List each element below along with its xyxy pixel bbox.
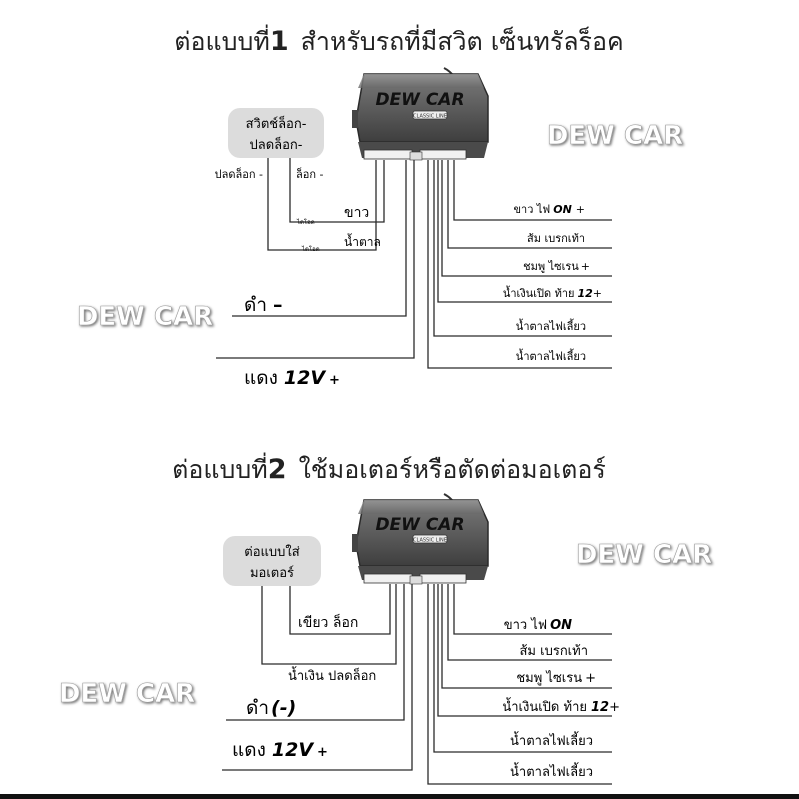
blue-unlock-label: น้ำเงิน ปลดล็อก	[288, 666, 376, 684]
watermark-2b: DEW CAR	[59, 679, 195, 709]
green-lock-label: เขียว ล็อก	[298, 613, 358, 631]
diode-label-2: ไดโอด	[301, 245, 320, 253]
output-label-pink-siren: ชมพู ไซเรน+	[523, 260, 590, 273]
output2-label-orange-brake: ส้ม เบรกเท้า	[520, 644, 589, 659]
motor-bubble-line2: มอเตอร์	[250, 565, 294, 581]
diode-label-1: ไดโอด	[296, 218, 315, 226]
alarm-control-box-2: DEW CAR CLASSIC LINE	[352, 493, 489, 585]
switch-bubble-line1: สวิตช์ล็อก-	[246, 114, 307, 132]
motor-bubble-line1: ต่อแบบใส่	[244, 544, 299, 560]
brown-wire-label: น้ำตาล	[344, 233, 381, 249]
black-ground-label-2: ดำ(-)	[246, 697, 296, 719]
output-wires-1	[427, 160, 612, 369]
power-wires	[216, 160, 415, 359]
watermark-2a: DEW CAR	[576, 540, 712, 570]
output2-label-pink-siren: ชมพู ไซเรน+	[516, 670, 596, 686]
connector-right	[419, 149, 467, 160]
output2-label-brown-turn-2: น้ำตาลไฟเลี้ยว	[510, 762, 593, 780]
motor-wires	[261, 584, 397, 665]
output-wires-2	[427, 584, 612, 785]
output-label-brown-turn-1: น้ำตาลไฟเลี้ยว	[516, 318, 586, 333]
output2-label-brown-turn-1: น้ำตาลไฟเลี้ยว	[510, 731, 593, 749]
switch-bubble	[228, 108, 324, 158]
alarm-control-box: DEW CAR CLASSIC LINE	[352, 67, 489, 161]
connector-left	[363, 149, 413, 160]
unlock-negative-label: ปลดล็อก -	[215, 167, 263, 181]
black-ground-label: ดำ–	[244, 294, 283, 316]
power-wires-2	[222, 584, 413, 771]
bottom-border	[0, 794, 799, 799]
output-label-orange-brake: ส้ม เบรกเท้า	[527, 232, 585, 245]
switch-bubble-line2: ปลดล็อก-	[250, 135, 303, 153]
lock-negative-label: ล็อก -	[296, 167, 324, 181]
output-label-brown-turn-2: น้ำตาลไฟเลี้ยว	[516, 348, 586, 363]
box-sticker-text-2: CLASSIC LINE	[413, 538, 447, 544]
watermark-1b: DEW CAR	[77, 302, 213, 332]
box-sticker-text: CLASSIC LINE	[413, 114, 447, 120]
box-brand-label: DEW CAR	[375, 90, 464, 110]
switch-wires	[267, 158, 385, 251]
motor-bubble	[223, 536, 321, 586]
box-sticker	[412, 110, 448, 120]
watermark-1a: DEW CAR	[547, 121, 683, 151]
box-brand-label-2: DEW CAR	[375, 515, 464, 535]
white-wire-label: ขาว	[344, 205, 369, 221]
